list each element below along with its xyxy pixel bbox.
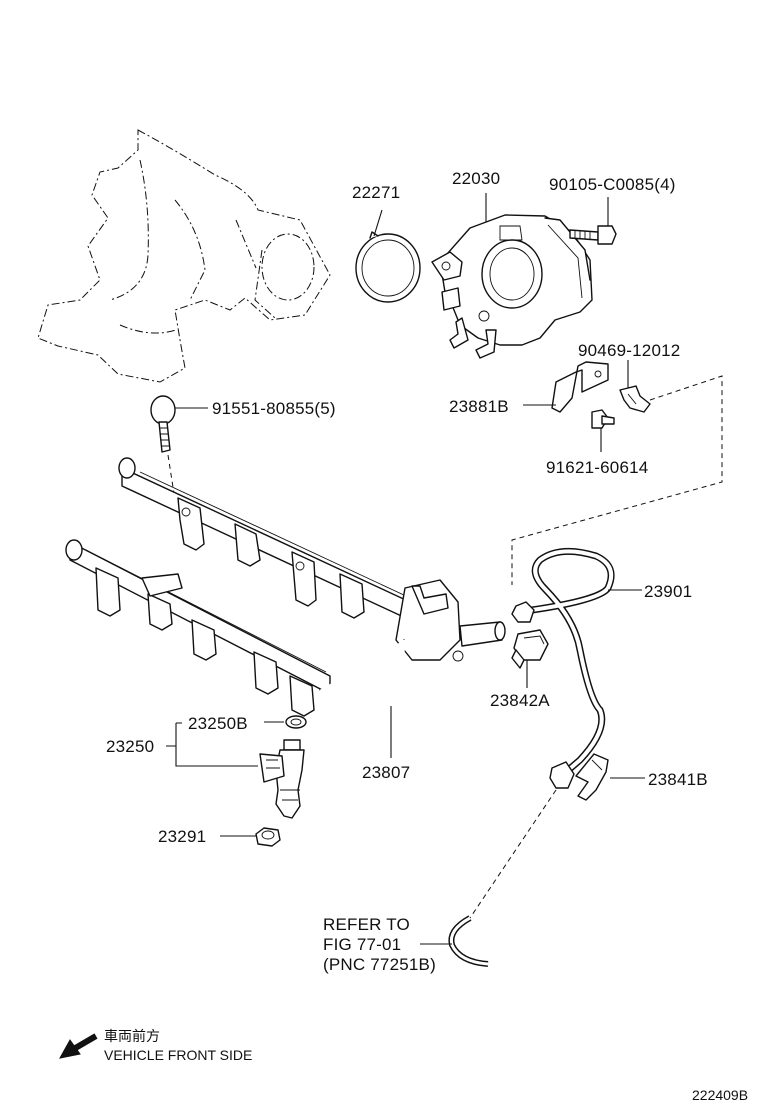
refer-line-1: REFER TO	[323, 915, 410, 934]
arrow-down-left-icon	[59, 1033, 98, 1059]
direction-label-jp: 車両前方	[104, 1028, 160, 1044]
gasket-22271	[355, 231, 421, 303]
refer-line-2: FIG 77-01	[323, 935, 401, 954]
label-23807: 23807	[362, 763, 410, 782]
label-22030: 22030	[452, 169, 500, 188]
insulator-23291	[255, 827, 281, 847]
label-91621: 91621-60614	[546, 458, 648, 477]
reference-hose-end	[448, 915, 489, 967]
label-23291: 23291	[158, 827, 206, 846]
fuel-rail-upper	[118, 457, 506, 662]
fuel-hose-23901	[511, 547, 615, 789]
label-23842A: 23842A	[490, 691, 550, 710]
fuel-pipe-23807	[319, 639, 406, 716]
intake-manifold-outline	[37, 129, 331, 383]
figure-code: 222409B	[692, 1087, 748, 1103]
o-ring-23250B	[285, 715, 307, 729]
label-23901: 23901	[644, 582, 692, 601]
injector-23250	[259, 739, 305, 819]
bolt-91551	[150, 395, 176, 453]
direction-label-en: VEHICLE FRONT SIDE	[104, 1047, 252, 1063]
bolt-91621	[591, 409, 615, 429]
label-23881B: 23881B	[449, 397, 509, 416]
label-23250B: 23250B	[188, 714, 248, 733]
refer-line-3: (PNC 77251B)	[323, 955, 436, 974]
label-90469: 90469-12012	[578, 341, 680, 360]
label-23841B: 23841B	[648, 770, 708, 789]
label-90105: 90105-C0085(4)	[549, 175, 676, 194]
retainer-23841B	[575, 753, 609, 801]
bolt-90105	[569, 225, 617, 245]
throttle-body-22030	[431, 214, 593, 359]
label-91551: 91551-80855(5)	[212, 399, 336, 418]
label-22271: 22271	[352, 183, 400, 202]
fuel-rail-lower	[65, 539, 331, 717]
connector-23842A	[511, 629, 549, 669]
bracket-23881B	[551, 361, 609, 413]
clamp-90469	[619, 385, 651, 413]
label-23250: 23250	[106, 737, 154, 756]
